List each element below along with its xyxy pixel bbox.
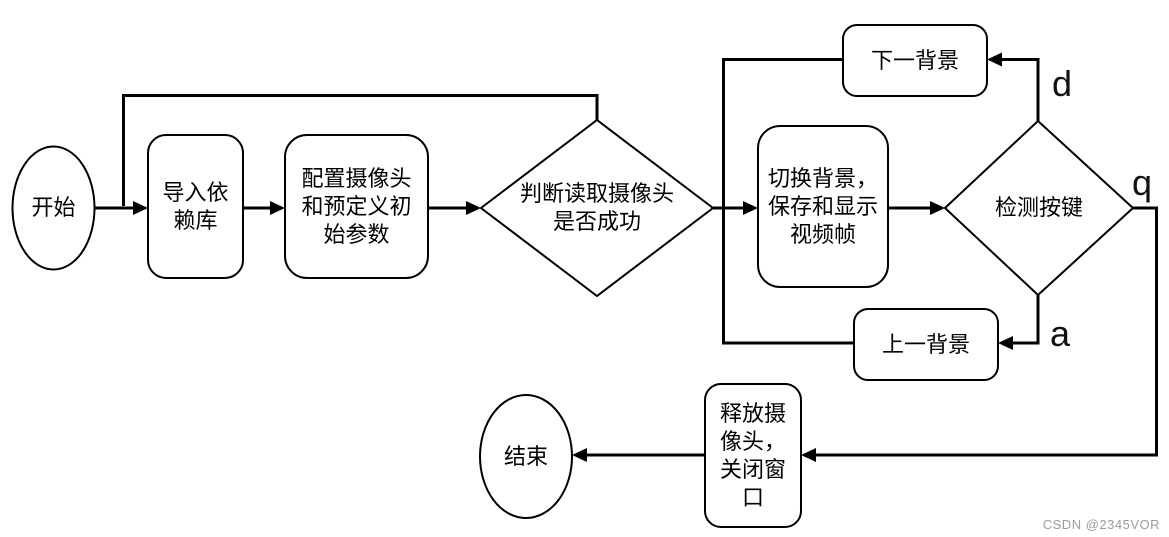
arrowhead-into-check [466, 201, 481, 215]
arrowhead-into-next-background [987, 52, 1002, 67]
arrowhead-into-release [801, 448, 816, 462]
detect-keypress-decision-shape [943, 119, 1135, 297]
start-node-shape [11, 145, 96, 271]
release-camera-node-shape [704, 383, 802, 528]
arrowhead-into-prev-background [998, 336, 1013, 350]
edge-detect-to-prev-background [1010, 295, 1040, 345]
edge-check-fail-loop [122, 94, 599, 206]
arrowhead-into-configure [270, 201, 285, 215]
edge-detect-to-next-background [999, 58, 1040, 121]
arrowhead-into-detect [930, 201, 945, 215]
check-camera-read-decision-shape [479, 118, 715, 298]
edge-backgrounds-merge-to-switch [722, 58, 854, 345]
switch-background-node-shape [757, 125, 889, 288]
arrowhead-into-import [133, 201, 148, 215]
next-background-node-shape [842, 24, 988, 97]
end-node-shape [479, 394, 573, 519]
arrowhead-into-end [572, 448, 587, 462]
prev-background-node-shape [853, 308, 999, 381]
configure-camera-node-shape [284, 134, 429, 279]
arrowhead-into-switch [743, 201, 758, 215]
import-libs-node-shape [147, 134, 244, 279]
edge-detect-quit-to-release [813, 206, 1158, 457]
